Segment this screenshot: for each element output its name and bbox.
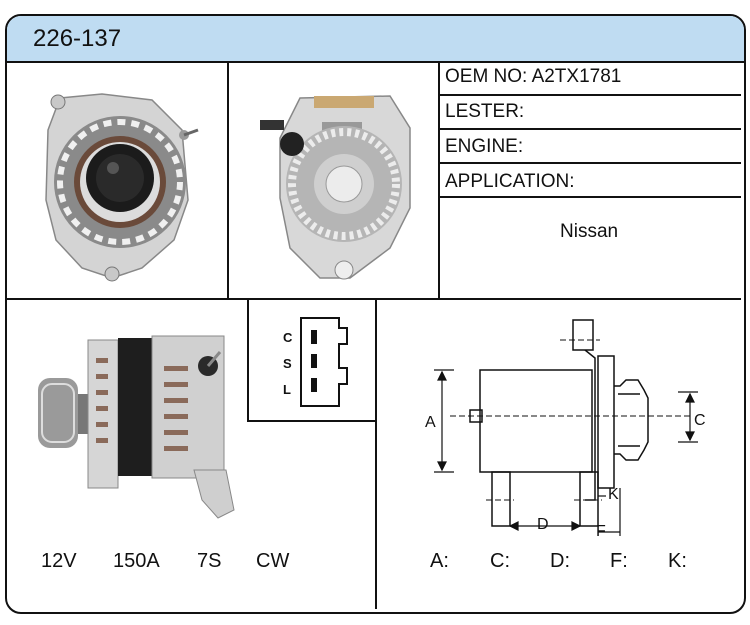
connector-pin-s: S bbox=[283, 356, 292, 371]
divider bbox=[375, 299, 377, 609]
dim-label-f: F bbox=[596, 523, 606, 540]
application-value: Nissan bbox=[560, 221, 619, 242]
voltage-rating: 12V bbox=[41, 550, 77, 572]
header-bar: 226-137 bbox=[7, 16, 744, 63]
alternator-side-image bbox=[38, 335, 235, 519]
divider bbox=[440, 162, 741, 164]
divider bbox=[247, 420, 376, 422]
pulley-rating: 7S bbox=[197, 550, 222, 572]
divider bbox=[6, 298, 741, 300]
dim-label-k: K bbox=[608, 486, 619, 503]
divider bbox=[440, 94, 741, 96]
application-label: APPLICATION: bbox=[445, 171, 575, 192]
connector-pin-l: L bbox=[283, 382, 291, 397]
dimension-diagram bbox=[434, 319, 698, 536]
divider bbox=[440, 128, 741, 130]
amperage-rating: 150A bbox=[113, 550, 160, 572]
part-number: 226-137 bbox=[33, 25, 122, 52]
dim-label-a: A bbox=[425, 414, 436, 431]
alternator-rear-image bbox=[260, 95, 411, 280]
divider bbox=[247, 299, 249, 421]
alternator-front-image bbox=[45, 93, 199, 282]
divider bbox=[440, 196, 741, 198]
connector-pin-c: C bbox=[283, 330, 293, 345]
dim-key-a: A: bbox=[430, 550, 449, 572]
dim-key-k: K: bbox=[668, 550, 687, 572]
dim-label-d: D bbox=[537, 516, 549, 533]
dim-key-d: D: bbox=[550, 550, 570, 572]
divider bbox=[438, 61, 440, 299]
lester-label: LESTER: bbox=[445, 101, 525, 122]
dim-key-f: F: bbox=[610, 550, 628, 572]
oem-number: OEM NO: A2TX1781 bbox=[445, 66, 622, 87]
dim-label-c: C bbox=[694, 412, 706, 429]
connector-diagram bbox=[300, 317, 348, 407]
dim-key-c: C: bbox=[490, 550, 510, 572]
rotation-rating: CW bbox=[256, 550, 290, 572]
divider bbox=[227, 61, 229, 299]
engine-label: ENGINE: bbox=[445, 136, 524, 157]
